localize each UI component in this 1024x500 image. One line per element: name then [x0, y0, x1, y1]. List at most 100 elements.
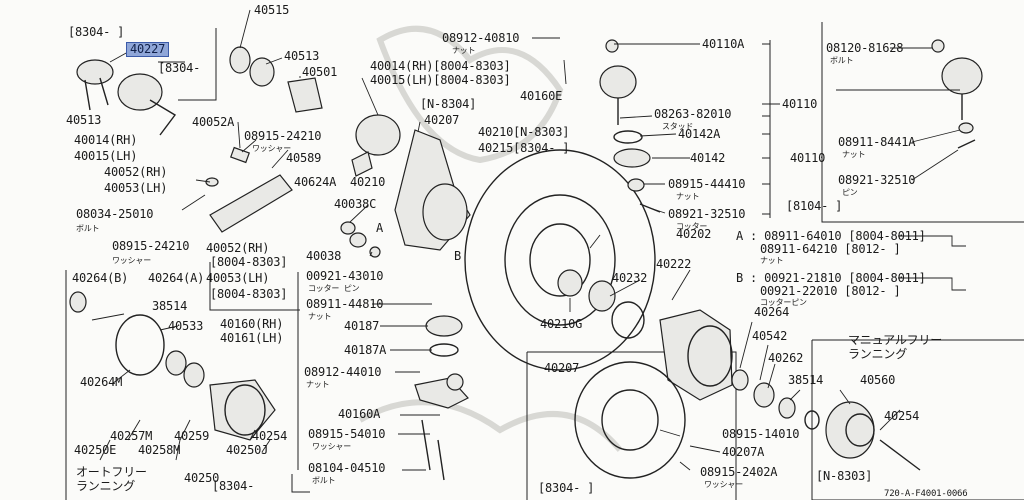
callout-caption: ワッシャー [112, 256, 151, 265]
callout-label: 40202 [676, 227, 712, 241]
callout-label: 40207 [424, 113, 460, 127]
callout-label: 40207A [722, 445, 765, 459]
callout-caption: ボルト [830, 56, 854, 65]
callout-label: 08915-2402A [700, 465, 778, 479]
callout-label: 40142A [678, 127, 721, 141]
callout-caption: コッター [676, 222, 708, 231]
callout-caption: ナット [308, 312, 332, 321]
callout-label: 08915-44410 [668, 177, 746, 191]
callout-label: 40257M [110, 429, 153, 443]
callout-label: 40250 [184, 471, 220, 485]
callout-label: 40501 [302, 65, 338, 79]
group-brackets [65, 22, 1024, 500]
callout-label: 08912-40810 [442, 31, 520, 45]
callout-caption: コッター ピン [308, 284, 360, 293]
callout-label: 40560 [860, 373, 896, 387]
callout-label: 40254 [252, 429, 288, 443]
callout-label: 08263-82010 [654, 107, 732, 121]
callout-caption: ボルト [76, 224, 100, 233]
part-shapes [69, 39, 983, 481]
callout-label: 40038 [306, 249, 342, 263]
callout-label: [8304- [212, 479, 255, 493]
callout-label: 40053(LH) [104, 181, 168, 195]
callout-label: 40515 [254, 3, 290, 17]
callout-label: 08034-25010 [76, 207, 154, 221]
callout-caption: ナット [306, 380, 330, 389]
callout-label: [N-8303] [816, 469, 873, 483]
callout-label: 40110A [702, 37, 745, 51]
callout-label: 40215[8304- ] [478, 141, 570, 155]
callout-caption: ワッシャー [252, 144, 291, 153]
callout-label: 40232 [612, 271, 648, 285]
callout-label: 40210[N-8303] [478, 125, 570, 139]
callout-label: 40052A [192, 115, 235, 129]
callout-label: 40589 [286, 151, 322, 165]
callout-label: 08911-8441A [838, 135, 916, 149]
callout-label: 40110 [790, 151, 826, 165]
callout-label: 08921-32510 [838, 173, 916, 187]
callout-label: 40250J [226, 443, 269, 457]
callout-marker-b: B [454, 249, 462, 263]
callout-label: 08104-04510 [308, 461, 386, 475]
callout-label: 40053(LH) [206, 271, 270, 285]
callout-caption: ナット [842, 150, 866, 159]
callout-label: 08915-54010 [308, 427, 386, 441]
callout-label: ランニング [76, 479, 136, 493]
callout-label: 40014(RH) [74, 133, 138, 147]
callout-label: 40533 [168, 319, 204, 333]
callout-label: 40160A [338, 407, 381, 421]
callout-label: [8304- ] [538, 481, 595, 495]
callout-label: 40160E [520, 89, 563, 103]
callout-label: 40250E [74, 443, 117, 457]
callout-label: 40259 [174, 429, 210, 443]
callout-caption: ナット [452, 46, 476, 55]
legend-a-line1: A : 08911-64010 [8004-8011] [736, 229, 926, 243]
callout-label: 40038C [334, 197, 377, 211]
callout-label: 40160(RH) [220, 317, 284, 331]
callout-label: 40052(RH) [206, 241, 270, 255]
legend-b-caption: コッターピン [760, 298, 807, 307]
callout-label: 08911-44810 [306, 297, 384, 311]
watermark-emblem [358, 25, 623, 452]
callout-label: [8304- ] [68, 25, 125, 39]
callout-label: 40014(RH)[8004-8303] [370, 59, 511, 73]
legend-a-caption: ナット [760, 256, 784, 265]
callout-label: 40161(LH) [220, 331, 284, 345]
callout-label: 40624A [294, 175, 337, 189]
callout-label: [8004-8303] [210, 287, 288, 301]
callout-label: 40187A [344, 343, 387, 357]
callout-label: 40542 [752, 329, 788, 343]
callout-label-highlighted: 40227 [126, 42, 170, 57]
legend-a-line2: 08911-64210 [8012- ] [760, 242, 901, 256]
callout-label: 40513 [66, 113, 102, 127]
callout-label: [N-8304] [420, 97, 477, 111]
legend-b-line2: 00921-22010 [8012- ] [760, 284, 901, 298]
callout-label: 40187 [344, 319, 380, 333]
callout-label: 40254 [884, 409, 920, 423]
callout-label: マニュアルフリー [848, 333, 943, 347]
callout-label: 40015(LH) [74, 149, 138, 163]
callout-label: 40264M [80, 375, 123, 389]
leader-lines [91, 9, 966, 471]
callout-caption: ボルト [312, 476, 336, 485]
callout-label: 40264 [754, 305, 790, 319]
callout-label: 40513 [284, 49, 320, 63]
callout-label: 40207 [544, 361, 580, 375]
callout-caption: ワッシャー [312, 442, 351, 451]
callout-caption: スタッド [662, 122, 694, 131]
callout-label: 40142 [690, 151, 726, 165]
callout-label: 40262 [768, 351, 804, 365]
callout-marker-a: A [376, 221, 384, 235]
callout-label: 40264(A) [148, 271, 205, 285]
callout-label: 40110 [782, 97, 818, 111]
callout-label: 38514 [788, 373, 824, 387]
callout-caption: ナット [676, 192, 700, 201]
callout-label: 38514 [152, 299, 188, 313]
callout-label: 40264(B) [72, 271, 129, 285]
callout-label: 40015(LH)[8004-8303] [370, 73, 511, 87]
callout-label: [8104- ] [786, 199, 843, 213]
legend-b-line1: B : 00921-21810 [8004-8011] [736, 271, 926, 285]
callout-caption: ピン [842, 188, 858, 197]
